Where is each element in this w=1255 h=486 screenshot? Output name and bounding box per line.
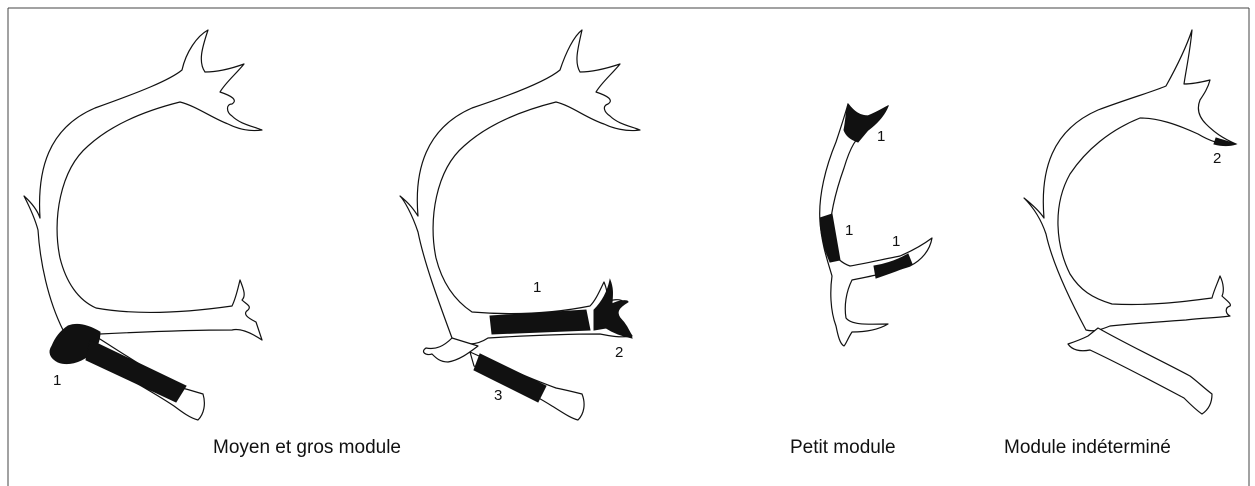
antler-2-band-tine [474, 354, 546, 402]
antler-3-label-1-tine: 1 [892, 233, 900, 250]
antler-3: 1 1 1 [820, 104, 932, 346]
antler-2-label-3: 3 [494, 387, 502, 404]
caption-module-indetermine: Module indéterminé [1004, 437, 1171, 458]
antler-3-band-middle [820, 214, 840, 262]
antler-2-band-tip [594, 280, 632, 338]
antler-1-band-tine [86, 340, 186, 402]
antler-2-label-2: 2 [615, 344, 623, 361]
antler-1: 1 [24, 30, 262, 420]
antler-1-beam [24, 30, 262, 340]
antler-2-label-1: 1 [533, 279, 541, 296]
antler-3-label-1-top: 1 [877, 128, 885, 145]
antler-3-beam [820, 104, 932, 346]
caption-petit-module: Petit module [790, 437, 896, 458]
antler-2: 1 2 3 [400, 30, 640, 420]
antler-4: 2 [1024, 30, 1236, 414]
antler-1-label-1: 1 [53, 372, 61, 389]
antler-4-label-2: 2 [1213, 150, 1221, 167]
caption-moyen-gros-module: Moyen et gros module [213, 437, 401, 458]
antler-4-beam [1024, 30, 1236, 331]
antler-4-lower-tine [1068, 328, 1212, 414]
antler-3-label-1-middle: 1 [845, 222, 853, 239]
